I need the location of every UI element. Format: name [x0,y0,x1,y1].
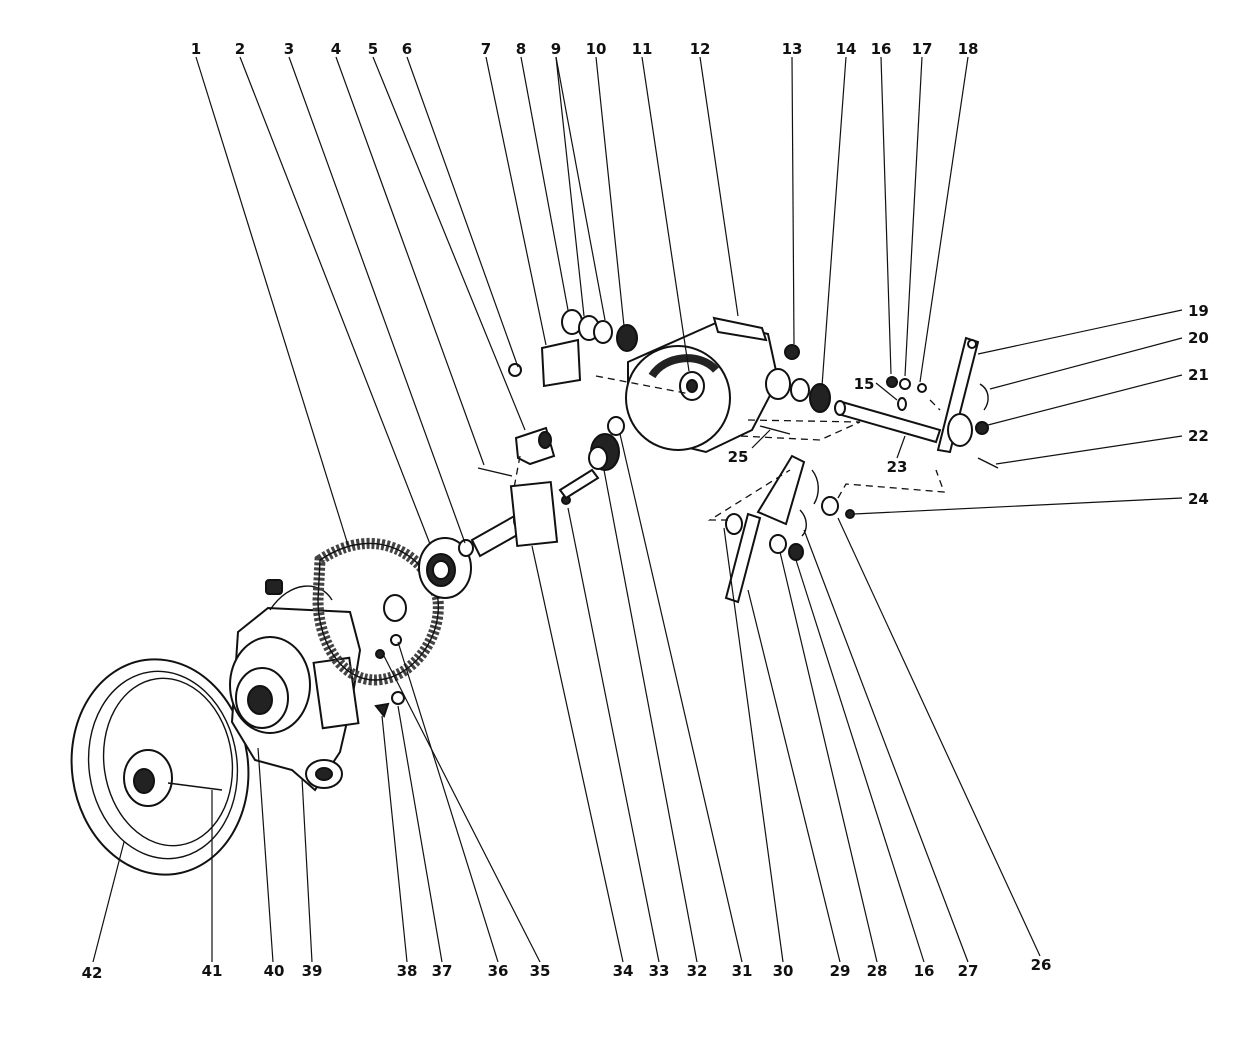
callout-32: 32 [687,962,708,980]
fasteners [374,634,405,719]
callout-9: 9 [551,40,561,58]
callout-14: 14 [836,40,857,58]
callout-25: 25 [728,448,749,466]
lower-lever [724,454,855,604]
callout-39: 39 [302,962,323,980]
callout-23: 23 [887,458,908,476]
callout-37: 37 [432,962,453,980]
callout-27: 27 [958,962,979,980]
bearing [418,537,474,599]
callout-42: 42 [82,964,103,982]
upper-lever [886,336,999,469]
callout-8: 8 [516,40,526,58]
callout-13: 13 [782,40,803,58]
callout-24: 24 [1188,490,1209,508]
bearing-and-spring [765,344,831,413]
callout-36: 36 [488,962,509,980]
callout-1: 1 [191,40,201,58]
parts-illustration [70,309,999,876]
callout-labels: 1 2 3 4 5 6 7 8 9 10 11 12 13 14 16 17 1… [82,40,1209,982]
callout-16-bottom: 16 [914,962,935,980]
callout-34: 34 [613,962,634,980]
callout-15: 15 [854,375,875,393]
callout-6: 6 [402,40,412,58]
callout-29: 29 [830,962,851,980]
worm-gear [588,416,625,471]
gasket [312,537,444,686]
callout-10: 10 [586,40,607,58]
callout-18: 18 [958,40,979,58]
callout-22: 22 [1188,427,1209,445]
callout-4: 4 [331,40,341,58]
callout-7: 7 [481,40,491,58]
callout-30: 30 [773,962,794,980]
callout-41: 41 [202,962,223,980]
leader-lines [92,56,1183,963]
control-shaft [759,397,942,444]
callout-12: 12 [690,40,711,58]
callout-11: 11 [632,40,653,58]
callout-16-top: 16 [871,40,892,58]
callout-28: 28 [867,962,888,980]
callout-17: 17 [912,40,933,58]
assembly-guide-lines [513,375,945,521]
gear-housing [229,579,362,792]
callout-20: 20 [1188,329,1209,347]
callout-3: 3 [284,40,294,58]
callout-19: 19 [1188,302,1209,320]
callout-38: 38 [397,962,418,980]
side-plate-and-washers [508,309,638,388]
shaft-and-bracket [470,426,600,558]
callout-40: 40 [264,962,285,980]
callout-33: 33 [649,962,670,980]
callout-26: 26 [1031,956,1052,974]
callout-31: 31 [732,962,753,980]
callout-21: 21 [1188,366,1209,384]
callout-35: 35 [530,962,551,980]
callout-2: 2 [235,40,245,58]
gear-case [625,316,780,454]
callout-5: 5 [368,40,378,58]
pulley [70,658,250,876]
